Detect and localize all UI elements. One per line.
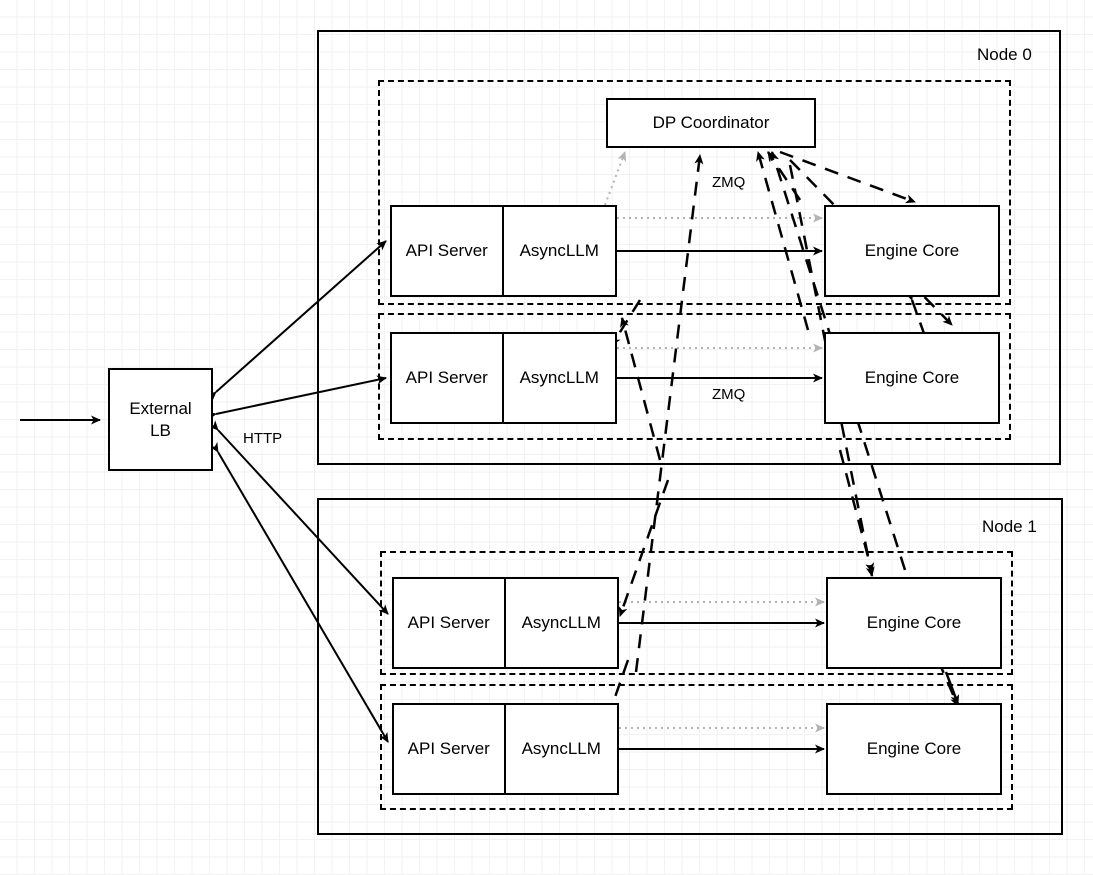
node-0-group-0-server[interactable]: API Server AsyncLLM bbox=[390, 205, 617, 297]
node-0-group-1-server[interactable]: API Server AsyncLLM bbox=[390, 332, 617, 424]
node-1-group-0 bbox=[380, 551, 1013, 675]
asyncllm-cell[interactable]: AsyncLLM bbox=[519, 241, 599, 260]
engine-core-label: Engine Core bbox=[866, 739, 962, 759]
node-1-group-0-server[interactable]: API Server AsyncLLM bbox=[392, 577, 619, 669]
api-server-cell[interactable]: API Server bbox=[392, 207, 504, 295]
api-server-cell[interactable]: API Server bbox=[392, 334, 504, 422]
dp-coordinator-box[interactable]: DP Coordinator bbox=[606, 98, 816, 148]
engine-core-label: Engine Core bbox=[864, 241, 960, 261]
node-1-label: Node 1 bbox=[982, 517, 1037, 536]
engine-core-label: Engine Core bbox=[864, 368, 960, 388]
node-0-container bbox=[317, 30, 1061, 465]
node-1-group-1-server[interactable]: API Server AsyncLLM bbox=[392, 703, 619, 795]
node-1-group-1 bbox=[380, 684, 1013, 810]
asyncllm-cell[interactable]: AsyncLLM bbox=[521, 613, 601, 632]
node-1-container bbox=[317, 498, 1063, 835]
node-0-group-1-zmq-label: ZMQ bbox=[712, 386, 746, 403]
asyncllm-cell[interactable]: AsyncLLM bbox=[521, 739, 601, 758]
engine-core-label: Engine Core bbox=[866, 613, 962, 633]
node-0-label: Node 0 bbox=[977, 45, 1032, 64]
node-0-group-1-engine-core[interactable]: Engine Core bbox=[824, 332, 1000, 424]
node-0-group-1 bbox=[378, 313, 1011, 440]
node-1-group-0-engine-core[interactable]: Engine Core bbox=[826, 577, 1002, 669]
node-0-group-0 bbox=[378, 80, 1011, 305]
api-server-cell[interactable]: API Server bbox=[394, 579, 506, 667]
external-lb-box[interactable]: External LB bbox=[108, 368, 213, 471]
http-edge-label: HTTP bbox=[243, 430, 283, 447]
node-0-group-0-engine-core[interactable]: Engine Core bbox=[824, 205, 1000, 297]
dp-coordinator-label: DP Coordinator bbox=[652, 113, 770, 133]
node-1-group-1-engine-core[interactable]: Engine Core bbox=[826, 703, 1002, 795]
external-lb-label: External LB bbox=[129, 399, 192, 440]
api-server-cell[interactable]: API Server bbox=[394, 705, 506, 793]
asyncllm-cell[interactable]: AsyncLLM bbox=[519, 368, 599, 387]
node-0-group-0-zmq-label: ZMQ bbox=[712, 174, 746, 191]
